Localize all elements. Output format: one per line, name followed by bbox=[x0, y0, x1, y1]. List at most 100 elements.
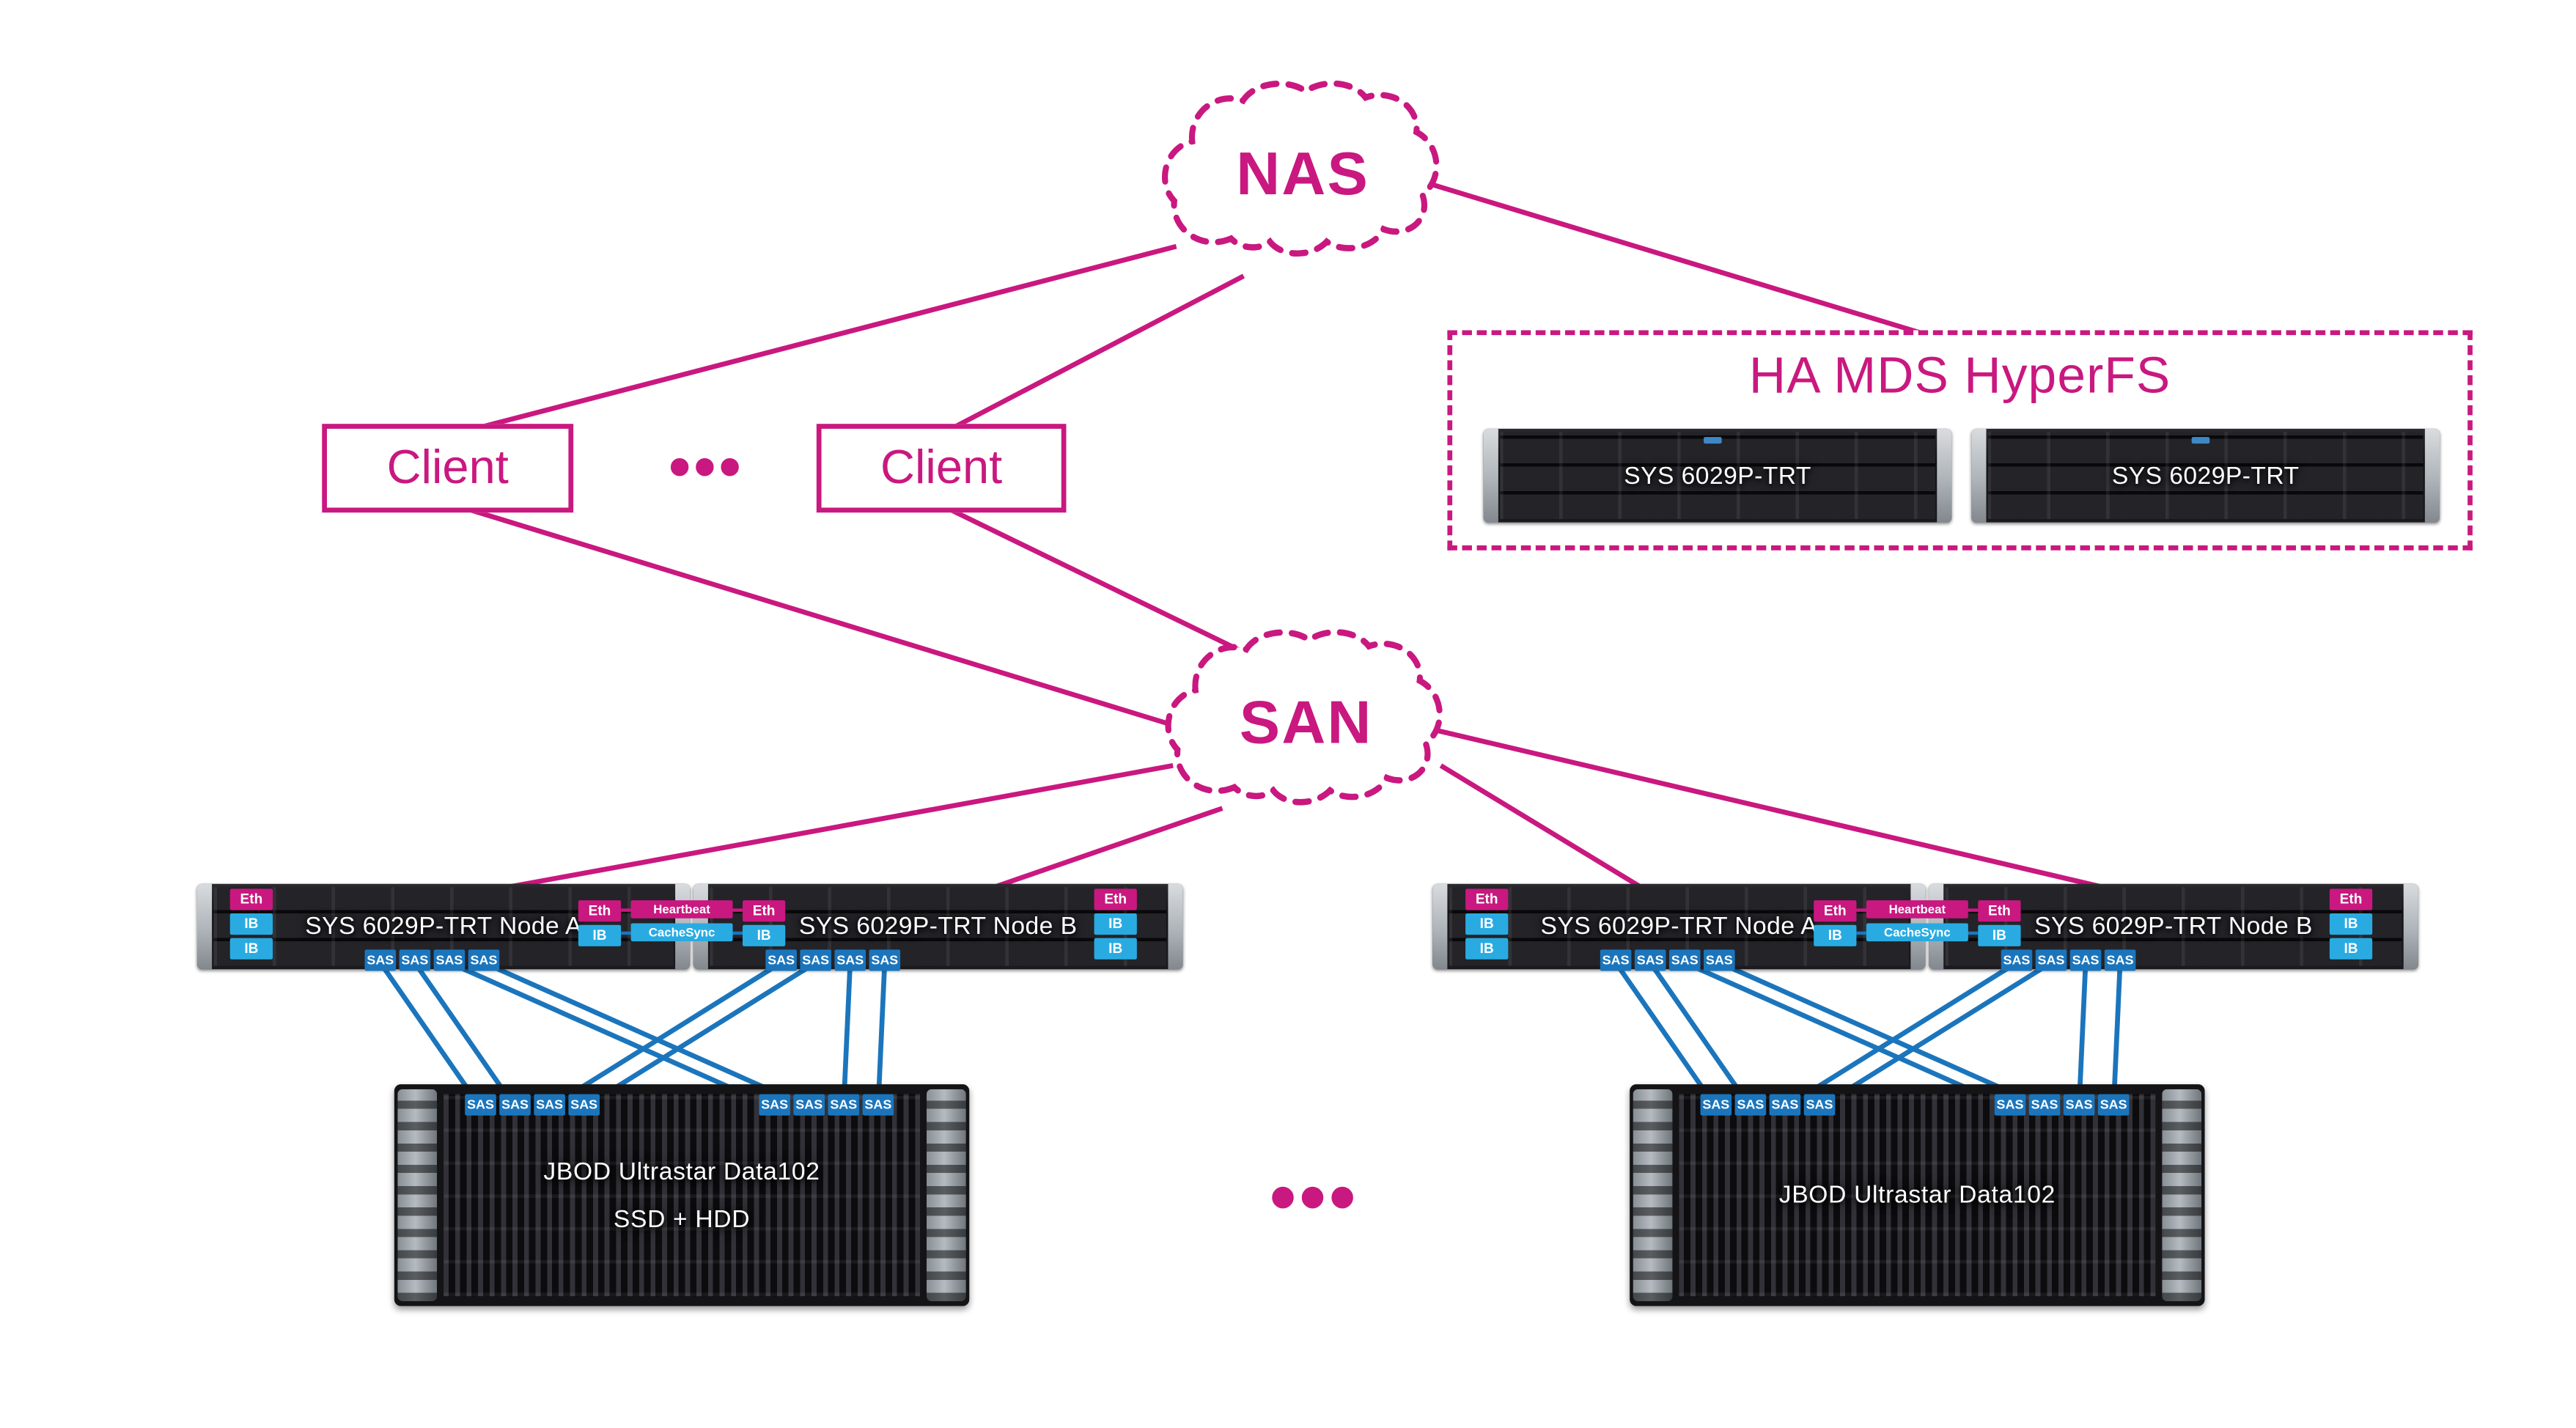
san-cloud: SAN bbox=[1157, 625, 1456, 828]
ib-port-badge: IB bbox=[1094, 913, 1137, 935]
rack-ear-left bbox=[196, 883, 213, 970]
jbod-enclosure: JBOD Ultrastar Data102 SSD + HDD bbox=[394, 1084, 970, 1306]
eth-port-badge: Eth bbox=[229, 888, 273, 910]
status-led bbox=[2191, 437, 2210, 444]
sas-port-badge: SAS bbox=[2097, 1094, 2130, 1116]
ib-port-badge: IB bbox=[1814, 924, 1857, 946]
san-label: SAN bbox=[1239, 688, 1373, 757]
eth-port-badge: Eth bbox=[1978, 900, 2021, 922]
sas-port-badge: SAS bbox=[534, 1094, 565, 1116]
drive-bays bbox=[1500, 432, 1936, 520]
jbod-drive-face bbox=[444, 1094, 921, 1297]
sas-port-badge: SAS bbox=[468, 949, 500, 971]
eth-port-badge: Eth bbox=[1814, 900, 1857, 922]
sas-port-badge: SAS bbox=[2035, 949, 2067, 971]
drive-bays bbox=[1987, 432, 2424, 520]
rack-ear-right bbox=[2424, 428, 2440, 523]
ib-port-badge: IB bbox=[1465, 938, 1509, 960]
rack-ear-left bbox=[1971, 428, 1987, 523]
jbod-labels: JBOD Ultrastar Data102 bbox=[1630, 1084, 2204, 1306]
ha-mds-group: HA MDS HyperFS SYS 6029P-TRT SYS 6029P-T… bbox=[1447, 330, 2473, 551]
ib-port-badge: IB bbox=[742, 924, 786, 946]
sas-port-badge: SAS bbox=[1994, 1094, 2026, 1116]
link-san-left-node-a bbox=[435, 763, 1174, 903]
cloud-outline bbox=[1165, 629, 1443, 806]
clients-ellipsis: ••• bbox=[669, 433, 745, 503]
sas-port-badge: SAS bbox=[1700, 1094, 1732, 1116]
sas-port-badge: SAS bbox=[1734, 1094, 1767, 1116]
client-box-2: Client bbox=[816, 424, 1067, 513]
storage-ellipsis: ••• bbox=[1269, 1153, 1359, 1239]
rack-ear-right bbox=[1168, 883, 1183, 970]
jbod-rail-left bbox=[1633, 1089, 1673, 1301]
sas-port-badge: SAS bbox=[869, 949, 901, 971]
heartbeat-label: Heartbeat bbox=[630, 900, 733, 919]
eth-port-badge: Eth bbox=[2329, 888, 2373, 910]
mds-server-2-label: SYS 6029P-TRT bbox=[2111, 461, 2300, 490]
jbod-drive-face bbox=[1679, 1094, 2156, 1297]
rack-ear-left bbox=[1483, 428, 1498, 523]
client-2-label: Client bbox=[880, 441, 1003, 494]
eth-port-badge: Eth bbox=[1094, 888, 1137, 910]
link-san-right-node-b bbox=[1432, 726, 2160, 903]
nas-label: NAS bbox=[1236, 140, 1370, 208]
sas-port-badge: SAS bbox=[2063, 1094, 2095, 1116]
sas-port-badge: SAS bbox=[364, 949, 397, 971]
node-b-label: SYS 6029P-TRT Node B bbox=[798, 912, 1078, 941]
jbod-label: JBOD Ultrastar Data102 bbox=[1778, 1181, 2056, 1210]
jbod-rail-right bbox=[926, 1089, 966, 1301]
sas-port-badge: SAS bbox=[828, 1094, 860, 1116]
sas-port-badge: SAS bbox=[800, 949, 831, 971]
ib-port-badge: IB bbox=[229, 913, 273, 935]
client-box-1: Client bbox=[322, 424, 574, 513]
sas-port-badge: SAS bbox=[2028, 1094, 2061, 1116]
node-b-label: SYS 6029P-TRT Node B bbox=[2034, 912, 2313, 941]
sas-port-badge: SAS bbox=[793, 1094, 825, 1116]
ib-port-badge: IB bbox=[578, 924, 622, 946]
status-led bbox=[1703, 437, 1722, 444]
sas-port-badge: SAS bbox=[2104, 949, 2136, 971]
ib-port-badge: IB bbox=[1094, 938, 1137, 960]
rack-ear-right bbox=[1937, 428, 1952, 523]
sas-port-badge: SAS bbox=[1704, 949, 1735, 971]
sas-port-badge: SAS bbox=[499, 1094, 531, 1116]
link-nas-hamds bbox=[1418, 178, 1973, 351]
eth-port-badge: Eth bbox=[742, 900, 786, 922]
sas-port-badge: SAS bbox=[2001, 949, 2033, 971]
node-a-label: SYS 6029P-TRT Node A bbox=[305, 912, 582, 941]
cloud-outline bbox=[1162, 80, 1440, 257]
sas-port-badge: SAS bbox=[765, 949, 797, 971]
sas-port-badge: SAS bbox=[1769, 1094, 1801, 1116]
client-1-label: Client bbox=[386, 441, 509, 494]
cachesync-label: CacheSync bbox=[630, 923, 733, 942]
sas-port-badge: SAS bbox=[465, 1094, 496, 1116]
storage-cluster-left: SYS 6029P-TRT Node A SYS 6029P-TRT Node … bbox=[196, 883, 1183, 1328]
ib-port-badge: IB bbox=[2329, 938, 2373, 960]
sas-port-badge: SAS bbox=[399, 949, 431, 971]
ib-port-badge: IB bbox=[1465, 913, 1509, 935]
rack-ear-left bbox=[1432, 883, 1448, 970]
link-client2-san bbox=[948, 507, 1242, 653]
heartbeat-label: Heartbeat bbox=[1866, 900, 1968, 919]
node-a-label: SYS 6029P-TRT Node A bbox=[1540, 912, 1818, 941]
jbod-enclosure: JBOD Ultrastar Data102 bbox=[1630, 1084, 2205, 1306]
jbod-label: JBOD Ultrastar Data102 bbox=[543, 1157, 820, 1185]
jbod-rail-right bbox=[2162, 1089, 2202, 1301]
sas-cables bbox=[1613, 960, 2123, 1110]
eth-port-badge: Eth bbox=[578, 900, 622, 922]
ib-port-badge: IB bbox=[2329, 913, 2373, 935]
eth-port-badge: Eth bbox=[1465, 888, 1509, 910]
rack-ear-right bbox=[2403, 883, 2418, 970]
link-nas-client2 bbox=[946, 273, 1245, 433]
sas-cables bbox=[378, 960, 888, 1110]
link-san-right-node-a bbox=[1439, 763, 1664, 902]
sas-port-badge: SAS bbox=[759, 1094, 790, 1116]
link-nas-client1 bbox=[467, 243, 1177, 433]
sas-port-badge: SAS bbox=[862, 1094, 894, 1116]
sas-port-badge: SAS bbox=[2069, 949, 2102, 971]
ib-port-badge: IB bbox=[1978, 924, 2021, 946]
cachesync-label: CacheSync bbox=[1866, 923, 1968, 942]
sas-port-badge: SAS bbox=[834, 949, 866, 971]
